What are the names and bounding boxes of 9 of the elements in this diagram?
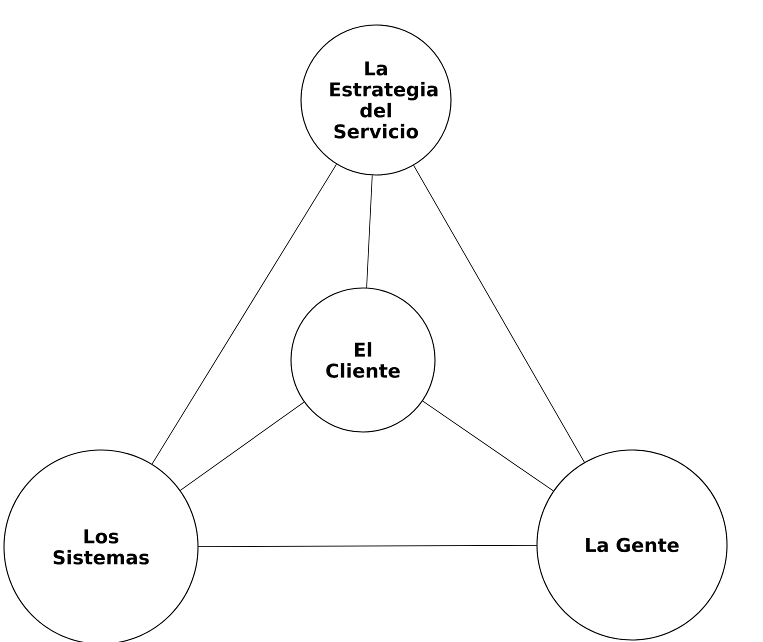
circle-node: La Gente (536, 449, 728, 641)
connector-line (152, 164, 337, 464)
connector-line (366, 175, 373, 288)
circle-node: La Estrategia del Servicio (300, 24, 452, 176)
connector-line (413, 165, 585, 463)
connector-line (422, 400, 554, 492)
connector-line (198, 544, 537, 548)
circle-node: El Cliente (290, 287, 436, 433)
connector-line (180, 402, 304, 491)
